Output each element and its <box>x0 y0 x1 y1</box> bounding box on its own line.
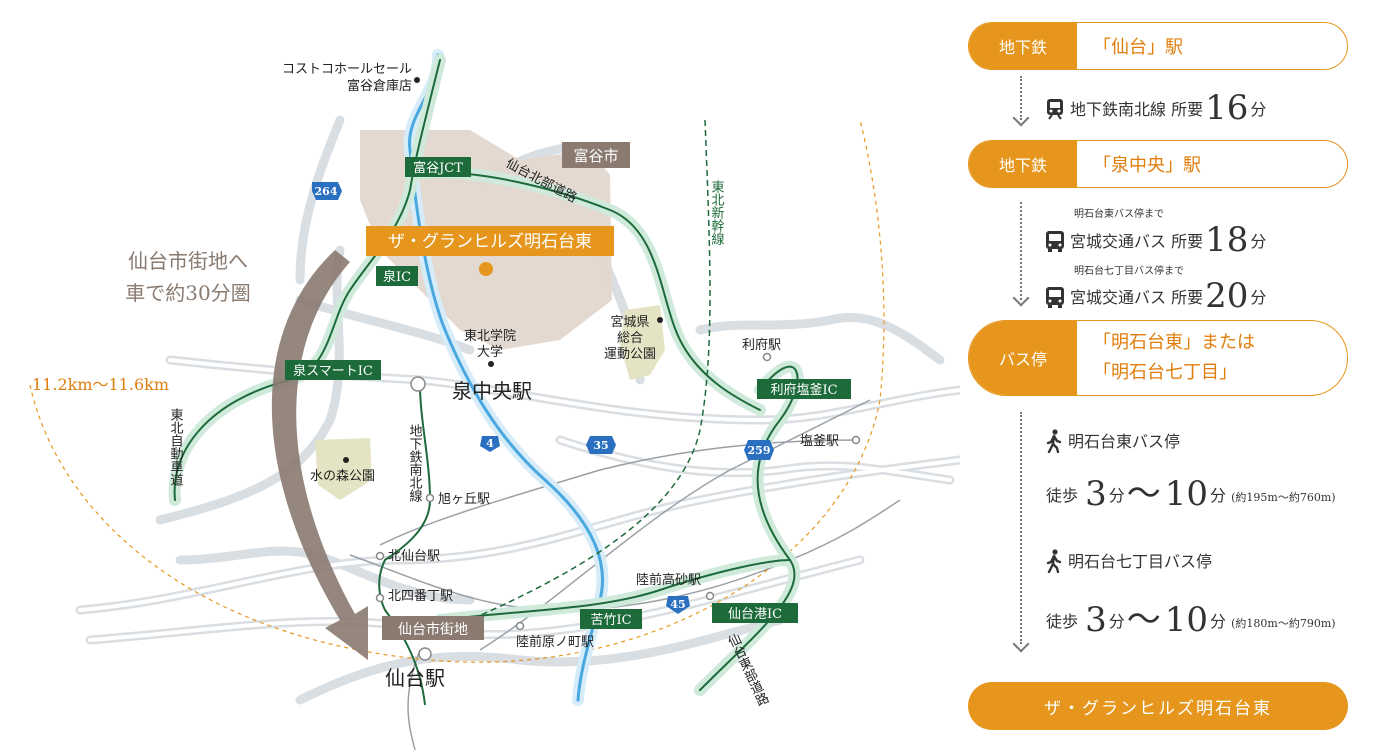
svg-text:北四番丁駅: 北四番丁駅 <box>388 589 453 604</box>
downtown-arrow <box>271 250 368 660</box>
shinkansen-line <box>469 119 711 621</box>
svg-text:仙台駅: 仙台駅 <box>385 666 445 690</box>
step-sendai-station: 地下鉄 「仙台」駅 <box>968 22 1348 70</box>
walker-icon <box>1044 548 1064 577</box>
dotted-connector <box>1020 202 1022 300</box>
chevron-down-icon <box>1012 109 1030 127</box>
downtown-badge <box>382 616 484 640</box>
svg-text:総合: 総合 <box>617 331 643 346</box>
chevron-down-icon <box>1012 635 1030 653</box>
svg-text:東北新幹線: 東北新幹線 <box>709 179 725 245</box>
svg-text:4: 4 <box>486 437 494 450</box>
area-map: 富谷JCT 泉IC 泉スマートIC 利府塩釜IC 苦竹IC 仙台港IC 264 … <box>29 49 960 750</box>
property-marker <box>479 262 493 276</box>
step-bus-stop: バス停 「明石台東」または 「明石台七丁目」 <box>968 320 1348 396</box>
tomiya-city-badge <box>562 142 630 168</box>
svg-text:仙台市街地: 仙台市街地 <box>398 621 468 638</box>
svg-text:仙台港IC: 仙台港IC <box>728 607 782 622</box>
svg-text:苦竹IC: 苦竹IC <box>590 612 631 628</box>
svg-text:大学: 大学 <box>477 344 503 360</box>
step-tag: 地下鉄 <box>969 23 1077 69</box>
dotted-connector <box>1020 76 1022 120</box>
radius-label: 11.2km〜11.6km <box>32 375 169 394</box>
svg-text:ザ・グランヒルズ明石台東: ザ・グランヒルズ明石台東 <box>388 232 592 252</box>
mizunomori-park-area <box>315 438 372 500</box>
bus-icon <box>1044 229 1066 257</box>
step-value: 「仙台」駅 <box>1093 37 1183 58</box>
bus-icon <box>1044 285 1066 313</box>
svg-text:264: 264 <box>315 185 338 198</box>
svg-text:陸前高砂駅: 陸前高砂駅 <box>636 572 701 588</box>
svg-text:泉中央駅: 泉中央駅 <box>452 379 532 403</box>
svg-text:旭ヶ丘駅: 旭ヶ丘駅 <box>438 492 490 507</box>
walk-stop-1: 明石台東バス停 <box>1044 428 1180 457</box>
svg-text:東北学院: 東北学院 <box>464 328 516 344</box>
property-badge <box>366 226 614 256</box>
svg-text:利府塩釜IC: 利府塩釜IC <box>770 383 837 398</box>
svg-text:259: 259 <box>748 444 771 457</box>
svg-text:北仙台駅: 北仙台駅 <box>388 549 440 564</box>
svg-text:運動公園: 運動公園 <box>604 347 656 362</box>
svg-text:富谷倉庫店: 富谷倉庫店 <box>347 78 412 94</box>
train-icon <box>1044 97 1066 125</box>
drive-note-line2: 車で約30分圏 <box>125 281 250 305</box>
svg-text:水の森公園: 水の森公園 <box>310 469 375 484</box>
destination-badge: ザ・グランヒルズ明石台東 <box>968 682 1348 730</box>
miyagi-park-area <box>620 305 665 380</box>
route-shields: 264 4 35 259 45 <box>312 182 774 614</box>
svg-text:コストコホールセール: コストコホールセール <box>282 62 412 77</box>
chevron-down-icon <box>1012 289 1030 307</box>
radius-circle <box>29 119 885 663</box>
svg-text:35: 35 <box>593 439 608 452</box>
poi-dots <box>343 77 663 463</box>
svg-text:宮城県: 宮城県 <box>610 314 649 330</box>
station-markers <box>375 352 861 661</box>
svg-text:地下鉄南北線: 地下鉄南北線 <box>407 424 423 502</box>
svg-text:泉スマートIC: 泉スマートIC <box>293 363 373 379</box>
svg-text:富谷JCT: 富谷JCT <box>413 160 463 176</box>
ic-labels: 富谷JCT 泉IC 泉スマートIC 利府塩釜IC 苦竹IC 仙台港IC <box>285 157 851 629</box>
svg-text:塩釜駅: 塩釜駅 <box>800 434 839 449</box>
dotted-connector <box>1020 412 1022 644</box>
step-izumi-chuo-station: 地下鉄 「泉中央」駅 <box>968 140 1348 188</box>
svg-text:東北自動車道: 東北自動車道 <box>168 407 184 486</box>
svg-text:45: 45 <box>670 598 685 611</box>
drive-note-line1: 仙台市街地へ <box>128 249 248 273</box>
svg-text:利府駅: 利府駅 <box>742 338 781 353</box>
walker-icon <box>1044 428 1064 457</box>
svg-text:陸前原ノ町駅: 陸前原ノ町駅 <box>516 634 594 650</box>
svg-text:富谷市: 富谷市 <box>573 147 618 165</box>
walk-stop-2: 明石台七丁目バス停 <box>1044 548 1212 577</box>
svg-text:泉IC: 泉IC <box>383 269 411 285</box>
